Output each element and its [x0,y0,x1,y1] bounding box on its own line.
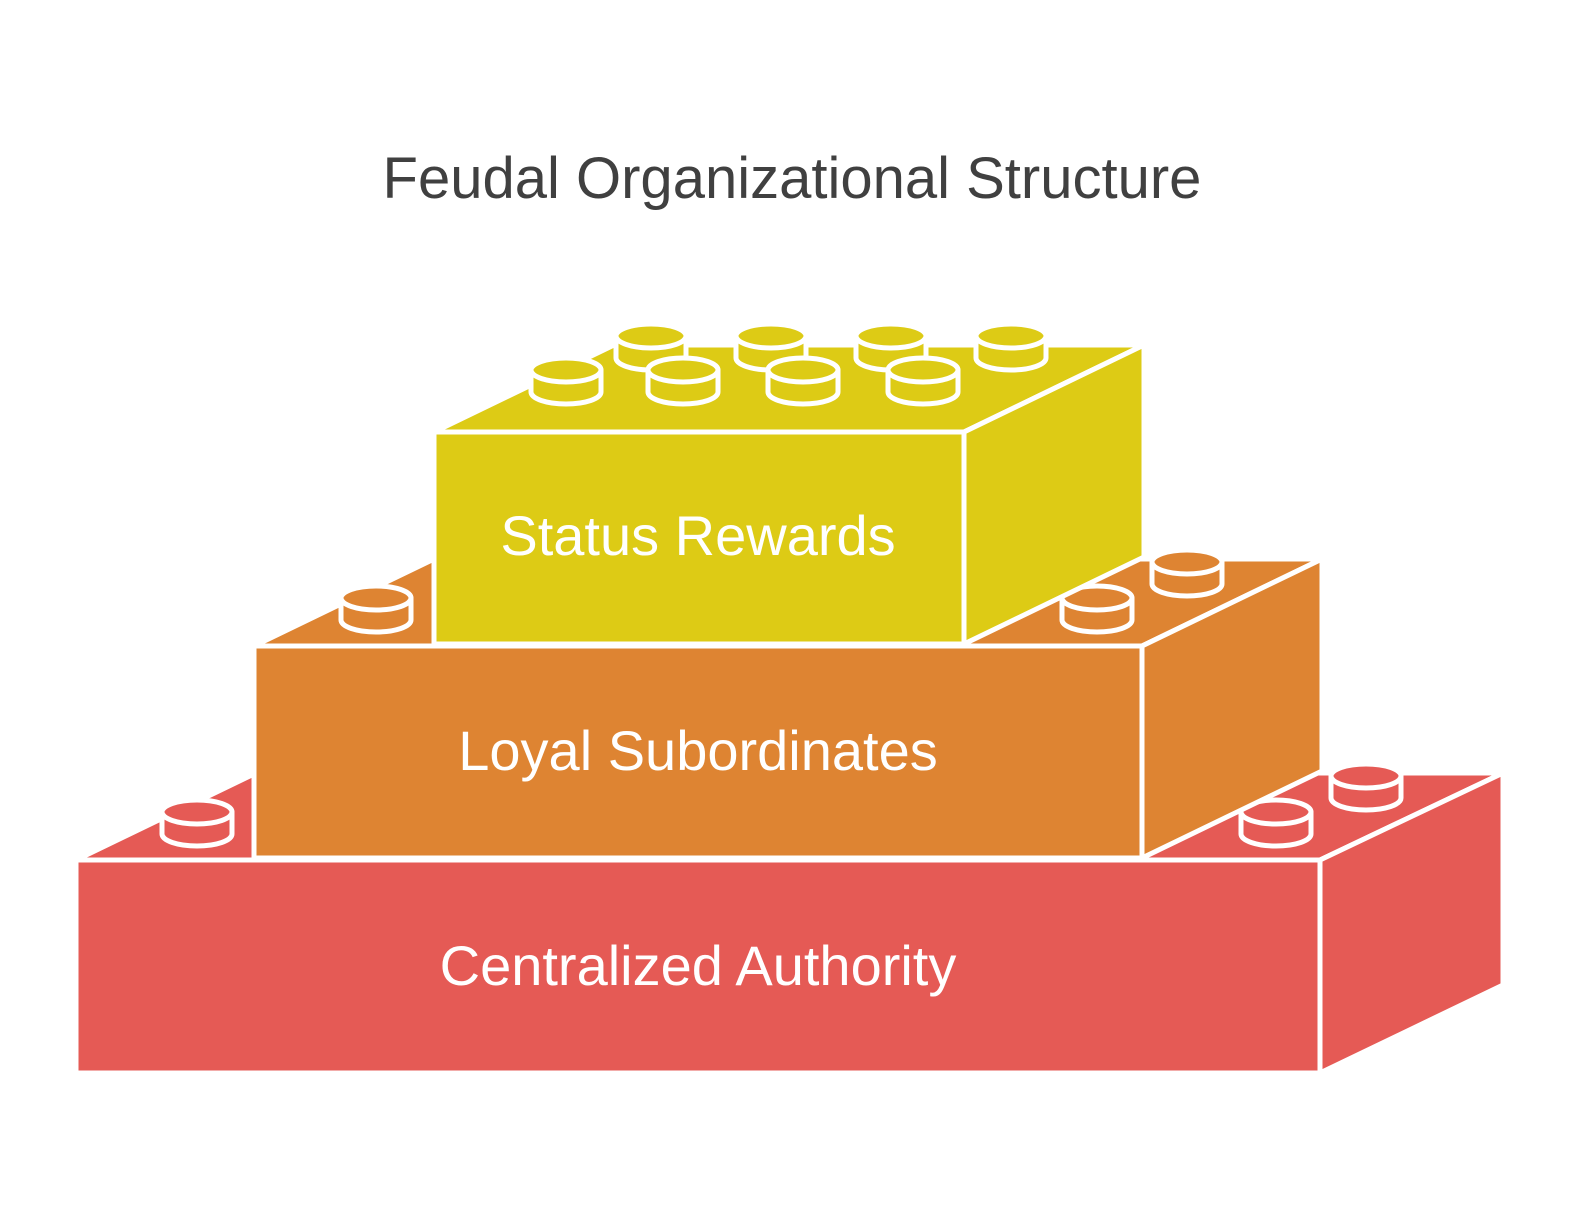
stud [528,355,604,407]
stud [159,797,235,849]
stud [973,321,1049,373]
stud [1149,547,1225,599]
stud [1238,797,1314,849]
stud [765,355,841,407]
stud [1328,761,1404,813]
brick-front-face [73,857,1323,1076]
block-label-loyal-subordinates: Loyal Subordinates [458,719,937,782]
brick-front-face [431,429,967,647]
block-label-centralized-authority: Centralized Authority [440,934,957,997]
stud [885,355,961,407]
block-label-status-rewards: Status Rewards [500,504,895,567]
stud [338,583,414,635]
diagram-title: Feudal Organizational Structure [383,146,1202,211]
stud [1059,583,1135,635]
stud [645,355,721,407]
brick-status-rewards: Status Rewards [431,321,1147,647]
